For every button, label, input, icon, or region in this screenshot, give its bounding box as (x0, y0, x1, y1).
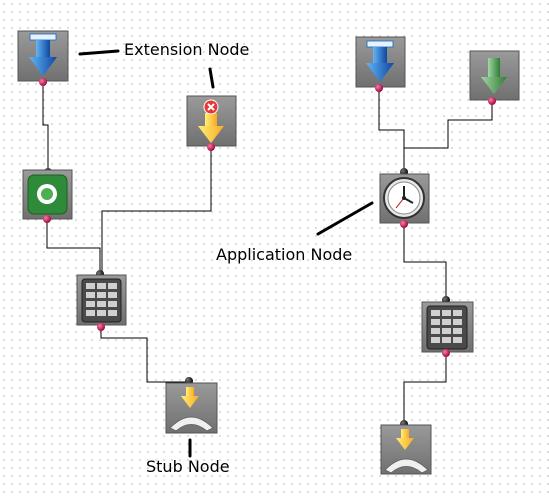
keypad-icon (81, 278, 122, 323)
connector-ext3-app (378, 88, 405, 172)
stub-node-1[interactable] (165, 377, 218, 434)
output-port (375, 84, 383, 92)
clock-icon (383, 177, 425, 219)
extension-leader-a (78, 49, 120, 56)
application-node[interactable] (379, 168, 430, 228)
connector-ext1-start (42, 82, 49, 172)
output-port (488, 97, 496, 105)
connector-ext4-app (403, 101, 493, 172)
phone-hangup-icon (169, 387, 214, 432)
extension-node-1[interactable] (17, 30, 69, 86)
green-down-arrow-icon (481, 58, 507, 94)
stub-node-label: Stub Node (146, 457, 230, 476)
connector-keypad2-stub2 (403, 354, 447, 424)
output-port (400, 220, 408, 228)
connector-keypad1-stub1 (100, 328, 188, 383)
output-port (97, 323, 105, 331)
stub-node-2[interactable] (380, 420, 432, 475)
application-node-label: Application Node (216, 245, 353, 264)
output-port (39, 78, 47, 86)
start-node[interactable] (22, 168, 73, 223)
extension-leader-b (208, 67, 215, 89)
blue-down-arrow-icon (29, 33, 57, 76)
connectors (42, 82, 493, 424)
application-leader (316, 201, 374, 236)
extension-node-3[interactable] (355, 36, 406, 92)
keypad-node-2[interactable] (421, 296, 474, 357)
phone-hangup-icon (384, 429, 429, 474)
connector-ext2-keypad1 (101, 147, 212, 274)
blue-down-arrow-icon (366, 40, 394, 82)
keypad-node-1[interactable] (76, 270, 127, 331)
extension-node-4[interactable] (469, 50, 520, 105)
output-port (43, 215, 51, 223)
yellow-arrow-red-x-icon (198, 99, 224, 143)
extension-node-label: Extension Node (124, 40, 250, 59)
connector-start-keypad1 (46, 219, 101, 274)
connector-app-keypad2 (403, 223, 447, 300)
output-port (207, 143, 215, 151)
extension-node-2[interactable] (186, 95, 237, 151)
output-port (442, 349, 450, 357)
green-record-icon (27, 174, 68, 215)
keypad-icon (426, 305, 468, 350)
label-leaders (78, 49, 374, 458)
